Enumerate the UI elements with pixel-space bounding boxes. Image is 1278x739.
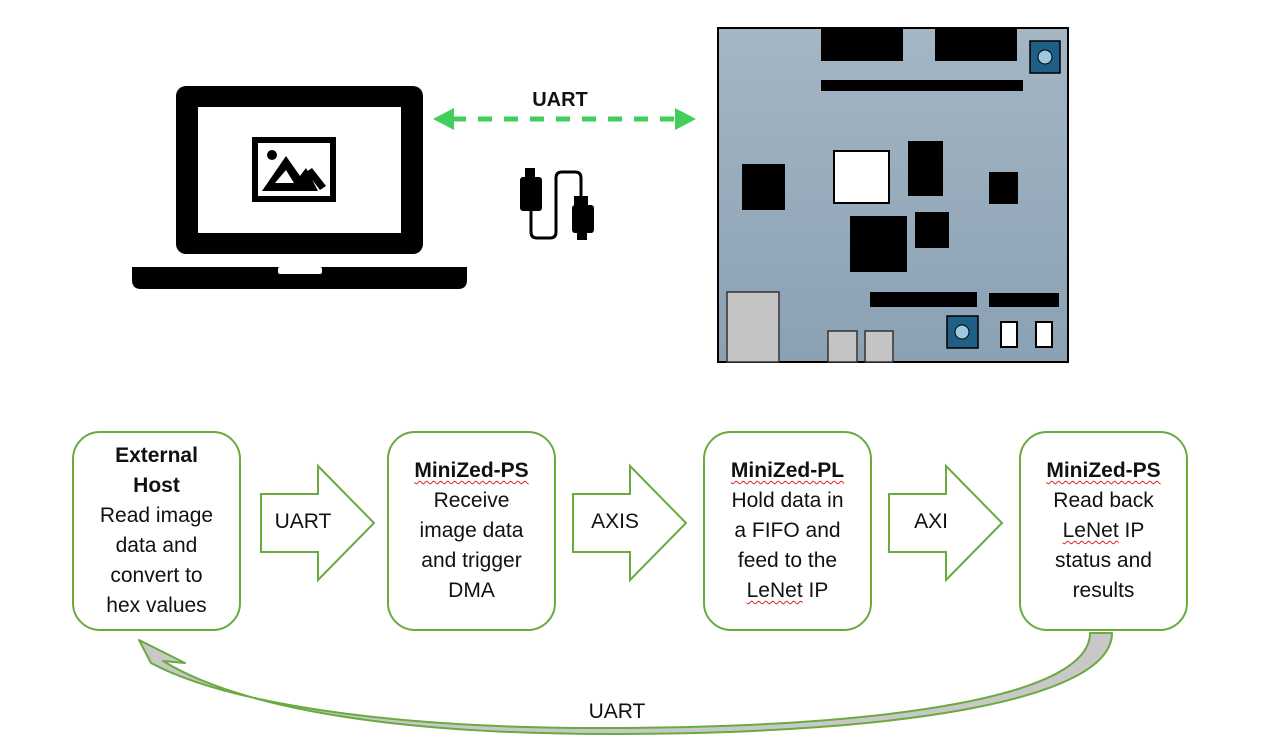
board-icon bbox=[717, 27, 1069, 363]
block-arrow-axis bbox=[572, 463, 688, 583]
node-body-text: Read back bbox=[1053, 489, 1154, 512]
node-body: Receive image data and trigger DMA bbox=[419, 489, 524, 602]
node-body: Hold data in a FIFO and feed to the LeNe… bbox=[731, 486, 843, 606]
image-icon bbox=[252, 137, 336, 202]
uart-link-arrow bbox=[433, 108, 696, 130]
node-body: Read image data and convert to hex value… bbox=[99, 504, 214, 617]
node-title: MiniZed-PL bbox=[730, 459, 845, 482]
arrow-label-axis: AXIS bbox=[591, 510, 639, 533]
laptop-icon bbox=[132, 86, 467, 289]
node-minized-pl: MiniZed-PL Hold data in a FIFO and feed … bbox=[703, 431, 872, 631]
arrow-label-uart: UART bbox=[274, 510, 332, 533]
node-body-text: IP bbox=[802, 579, 829, 602]
return-link-label: UART bbox=[588, 700, 646, 723]
node-body: Read back LeNet IP status and results bbox=[1053, 486, 1153, 606]
node-body-ip-name: LeNet bbox=[746, 579, 803, 602]
node-body-text: IP status and results bbox=[1055, 519, 1152, 602]
node-body-ip-name: LeNet bbox=[1062, 519, 1119, 542]
usb-cable-icon bbox=[520, 168, 594, 240]
uart-link-label: UART bbox=[532, 89, 588, 111]
node-external-host: External Host Read image data and conver… bbox=[72, 431, 241, 631]
block-arrow-uart bbox=[260, 463, 376, 583]
return-arrow bbox=[138, 632, 1113, 735]
node-minized-ps-readback: MiniZed-PS Read back LeNet IP status and… bbox=[1019, 431, 1188, 631]
arrow-label-axi: AXI bbox=[914, 510, 948, 533]
node-title: Host bbox=[133, 474, 180, 497]
node-title: MiniZed-PS bbox=[1046, 459, 1161, 482]
node-body-text: Hold data in a FIFO and feed to the bbox=[731, 489, 844, 572]
node-title: External bbox=[115, 444, 198, 467]
node-title: MiniZed-PS bbox=[414, 459, 529, 482]
block-arrow-axi bbox=[888, 463, 1004, 583]
node-minized-ps-receive: MiniZed-PS Receive image data and trigge… bbox=[387, 431, 556, 631]
